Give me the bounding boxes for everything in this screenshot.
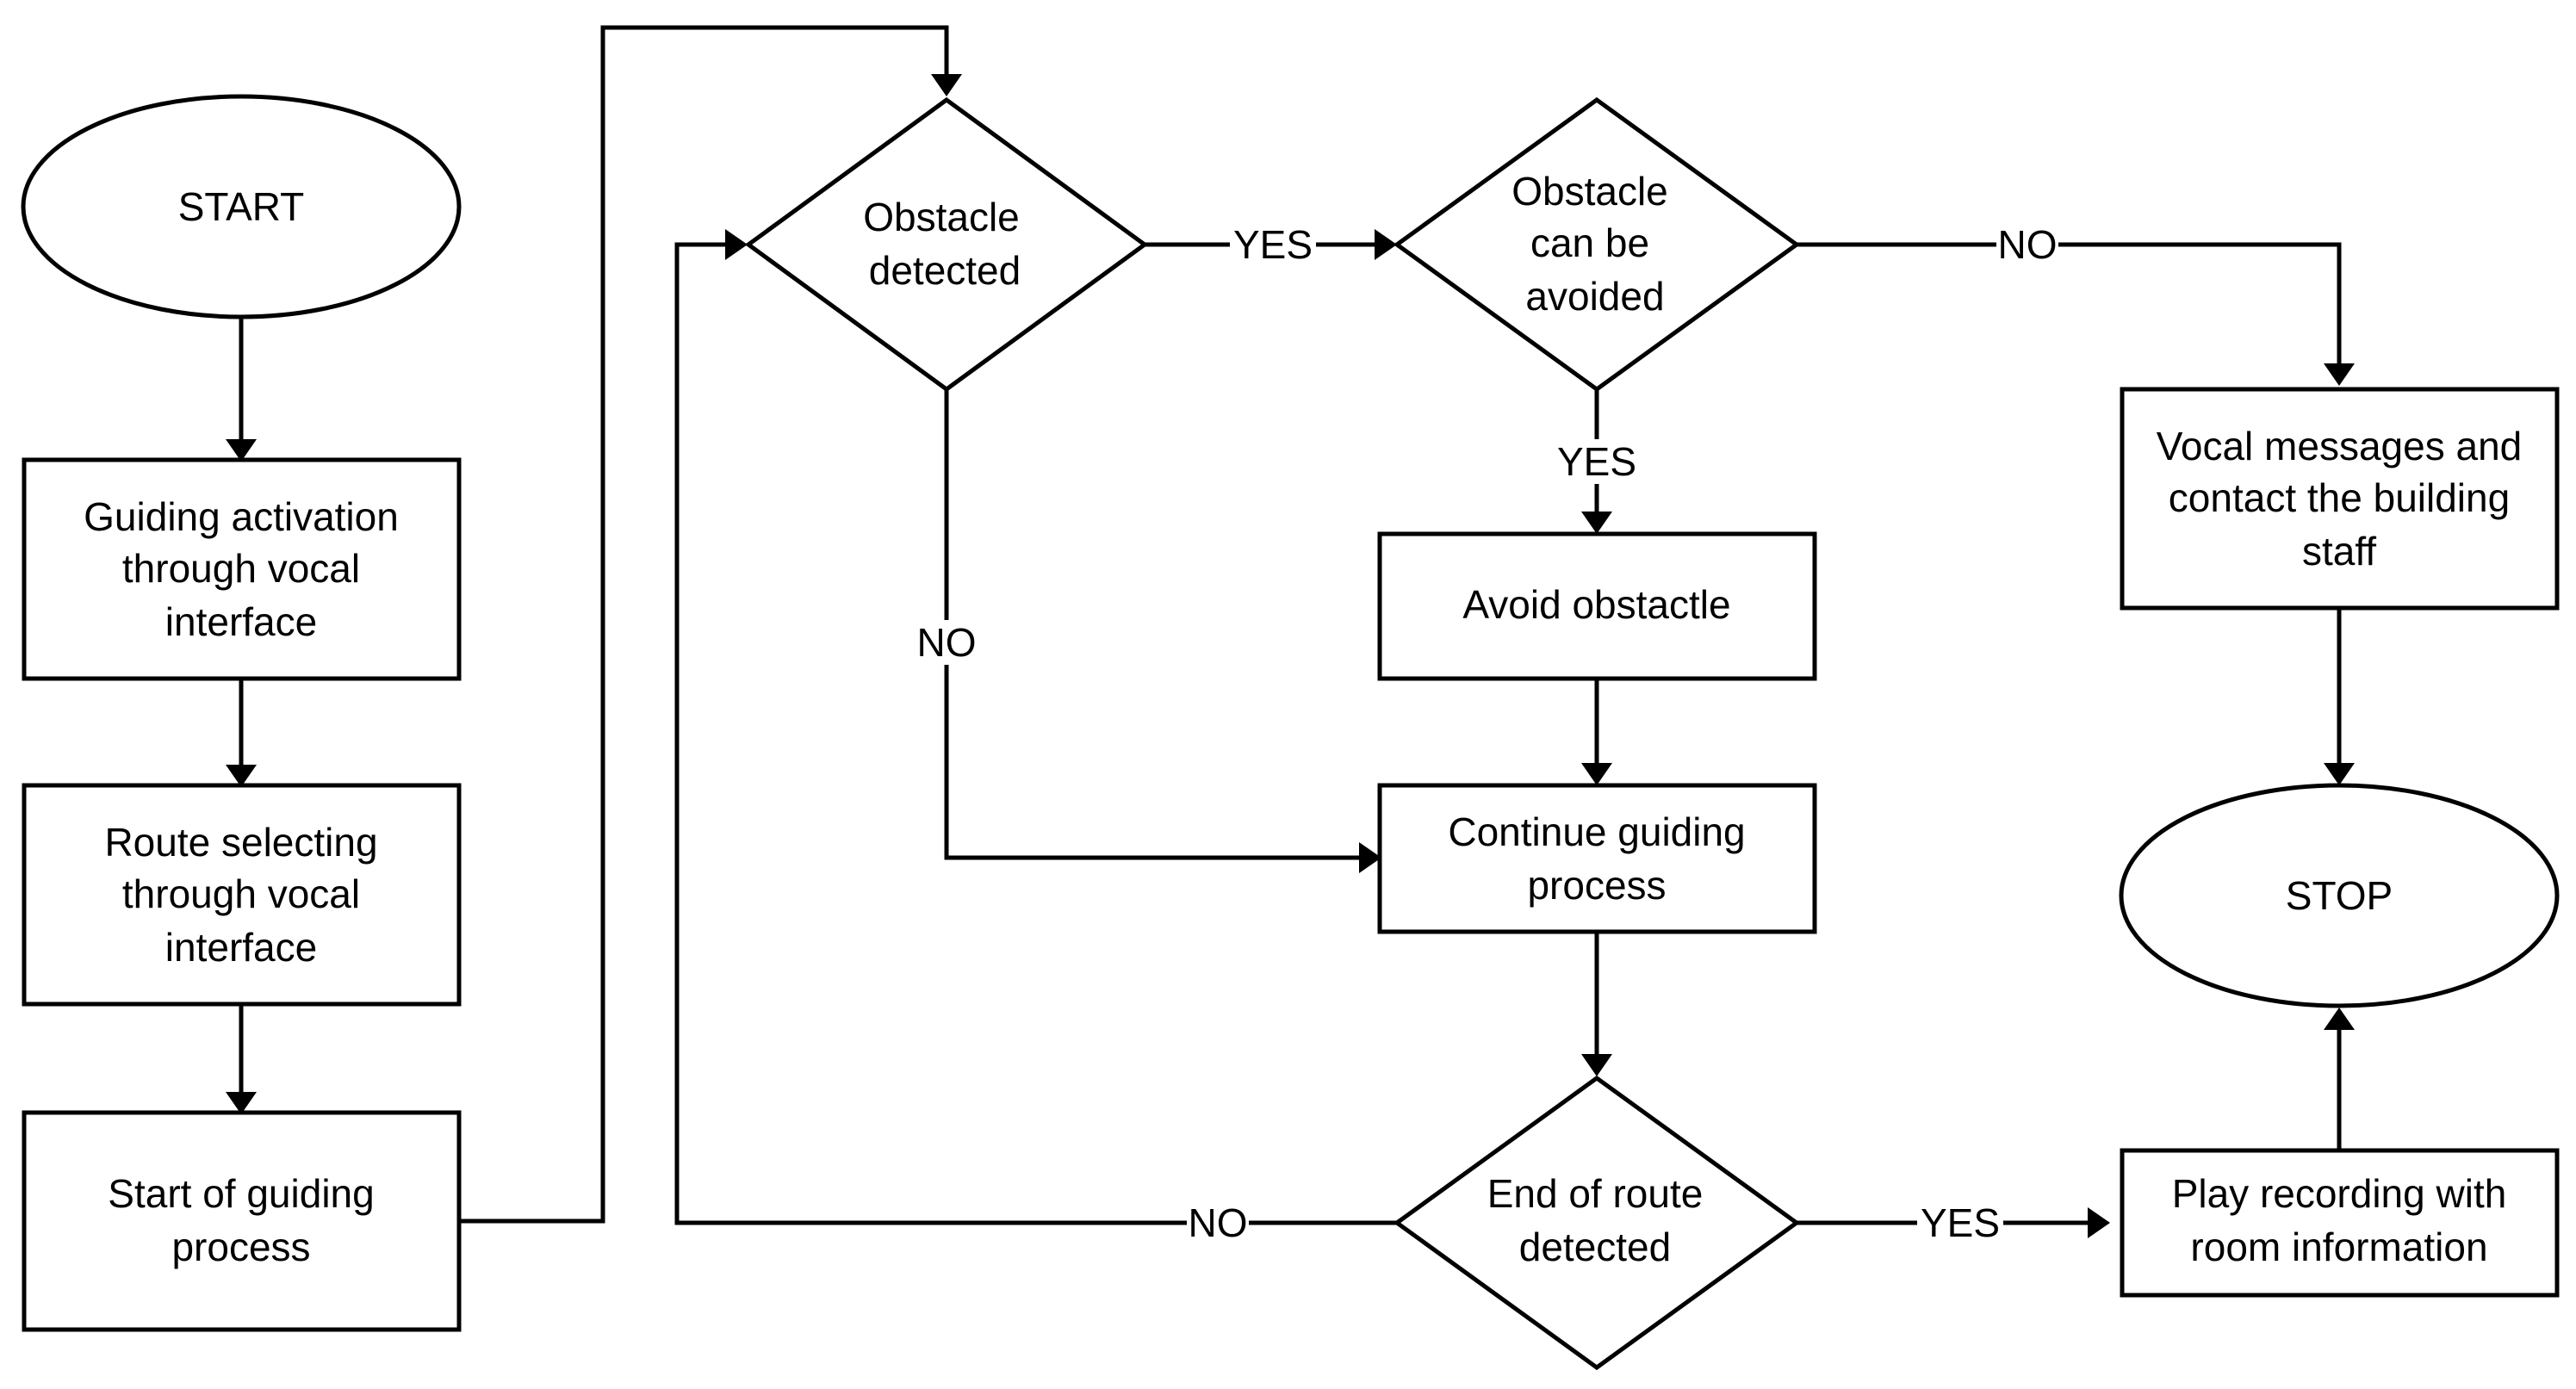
label-obstacle-no: NO [917, 620, 977, 665]
route-selecting-line-3: interface [165, 925, 317, 970]
avoid-obstacle-box [1377, 531, 1817, 681]
arrowhead-startguiding [226, 1092, 257, 1114]
can-be-avoided-decision [1393, 96, 1801, 393]
edges [226, 25, 2355, 1238]
edge-route-no [674, 242, 1397, 1225]
arrowhead-avoidobstacle [1581, 512, 1612, 534]
avoid-obstacle-label: Avoid obstactle [1462, 582, 1730, 627]
end-of-route-line-1: End of route [1487, 1171, 1704, 1216]
can-be-avoided-line-2: can be [1530, 220, 1649, 265]
label-avoid-no: NO [1998, 222, 2058, 267]
arrowhead-vocal [2324, 363, 2355, 386]
start-guiding-line-2: process [171, 1225, 310, 1269]
play-recording-line-1: Play recording with [2172, 1171, 2507, 1216]
arrowhead-end [1581, 1054, 1612, 1076]
guiding-activation-line-3: interface [165, 599, 317, 644]
edge-avoid-no [1797, 242, 2342, 382]
arrowhead-play [2088, 1207, 2110, 1238]
play-recording-line-2: room information [2190, 1225, 2487, 1269]
guiding-activation-box [22, 457, 462, 681]
start-terminal [21, 94, 462, 319]
end-of-route-decision [1393, 1075, 1801, 1371]
can-be-avoided-line-1: Obstacle [1511, 169, 1668, 214]
obstacle-detected-decision [744, 96, 1149, 393]
vocal-messages-line-3: staff [2302, 529, 2376, 574]
arrowhead-stop-top [2324, 763, 2355, 785]
play-recording-box [2120, 1148, 2560, 1298]
continue-guiding-line-1: Continue guiding [1448, 809, 1745, 854]
start-guiding-line-1: Start of guiding [108, 1171, 374, 1216]
edge-labels: YES NO YES NO NO YES [916, 222, 2058, 1245]
start-guiding-box [22, 1110, 462, 1332]
guiding-activation-line-2: through vocal [122, 546, 360, 591]
arrowhead-canavoid [1375, 229, 1397, 260]
end-of-route-line-2: detected [1519, 1225, 1671, 1269]
vocal-messages-line-1: Vocal messages and [2157, 424, 2523, 468]
arrowhead-continue-left [1359, 842, 1381, 873]
continue-guiding-line-2: process [1527, 863, 1666, 908]
stop-label: STOP [2286, 873, 2393, 918]
arrowhead-stop-bottom [2324, 1008, 2355, 1030]
label-obstacle-yes: YES [1233, 222, 1313, 267]
start-label: START [178, 184, 305, 229]
vocal-messages-box [2120, 387, 2560, 611]
stop-terminal [2119, 783, 2560, 1008]
label-avoid-yes: YES [1557, 439, 1636, 484]
arrowhead-activation [226, 439, 257, 462]
arrowhead-continue-top [1581, 763, 1612, 785]
route-selecting-line-1: Route selecting [104, 820, 377, 865]
edge-obstacle-no [944, 389, 1375, 860]
arrowhead-obstacle-left [725, 229, 748, 260]
obstacle-detected-line-2: detected [869, 248, 1021, 293]
arrowhead-route [226, 765, 257, 787]
vocal-messages-line-2: contact the building [2169, 475, 2510, 520]
edge-startguiding-to-obstacle [459, 25, 949, 1224]
label-route-yes: YES [1921, 1200, 2000, 1245]
label-route-no: NO [1189, 1200, 1248, 1245]
nodes: START Guiding activation through vocal i… [21, 94, 2560, 1371]
route-selecting-line-2: through vocal [122, 871, 360, 916]
can-be-avoided-line-3: avoided [1525, 274, 1664, 319]
obstacle-detected-line-1: Obstacle [863, 195, 1020, 239]
continue-guiding-box [1377, 783, 1817, 934]
arrowhead-obstacle-top [931, 74, 962, 96]
route-selecting-box [22, 783, 462, 1007]
guiding-activation-line-1: Guiding activation [84, 494, 399, 539]
